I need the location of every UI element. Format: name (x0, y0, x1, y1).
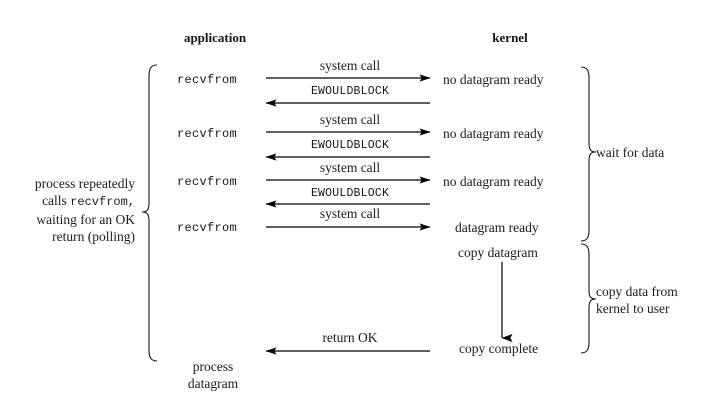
left-note-line-2-text: calls (42, 193, 71, 208)
kernel-state-1: no datagram ready (443, 72, 544, 87)
arrow-caption-5: system call (319, 160, 381, 175)
left-note-line-2-code: recvfrom, (70, 195, 135, 209)
arrow-caption-4: EWOULDBLOCK (310, 139, 390, 152)
kernel-state-5: copy datagram (458, 245, 538, 260)
kernel-state-4: datagram ready (455, 220, 539, 235)
app-call-recvfrom-2: recvfrom (177, 127, 238, 141)
left-note-line-3: waiting for an OK (36, 212, 135, 227)
arrow-caption-3: system call (319, 112, 381, 127)
left-note-line-4: return (polling) (52, 229, 135, 244)
arrow-caption-6: EWOULDBLOCK (310, 187, 390, 200)
brace-label-wait-for-data: wait for data (596, 145, 665, 160)
kernel-state-3: no datagram ready (443, 174, 544, 189)
arrow-caption-7: system call (319, 206, 381, 221)
left-annotation-note: process repeatedly calls recvfrom, waiti… (10, 175, 135, 245)
column-header-kernel: kernel (492, 30, 528, 45)
app-call-recvfrom-1: recvfrom (177, 73, 238, 87)
brace-label-copy-data-line-2: kernel to user (596, 301, 670, 316)
brace-right-copy-data (580, 243, 597, 354)
kernel-state-2: no datagram ready (443, 126, 544, 141)
kernel-state-6: copy complete (459, 341, 539, 356)
left-note-line-1: process repeatedly (34, 176, 135, 191)
column-header-application: application (183, 30, 247, 45)
app-call-recvfrom-3: recvfrom (177, 175, 238, 189)
app-process-datagram-line-1: process (192, 359, 234, 374)
arrow-caption-8: return OK (322, 330, 378, 345)
brace-label-copy-data: copy data from kernel to user (596, 283, 701, 317)
left-note-line-2: calls recvfrom, (10, 192, 135, 211)
brace-label-copy-data-line-1: copy data from (596, 284, 678, 299)
brace-left-polling (141, 64, 158, 362)
arrow-caption-1: system call (319, 58, 381, 73)
app-call-recvfrom-4: recvfrom (177, 221, 238, 235)
app-process-datagram-line-2: datagram (187, 376, 239, 391)
brace-right-wait-for-data (580, 66, 597, 242)
arrow-caption-2: EWOULDBLOCK (310, 85, 390, 98)
